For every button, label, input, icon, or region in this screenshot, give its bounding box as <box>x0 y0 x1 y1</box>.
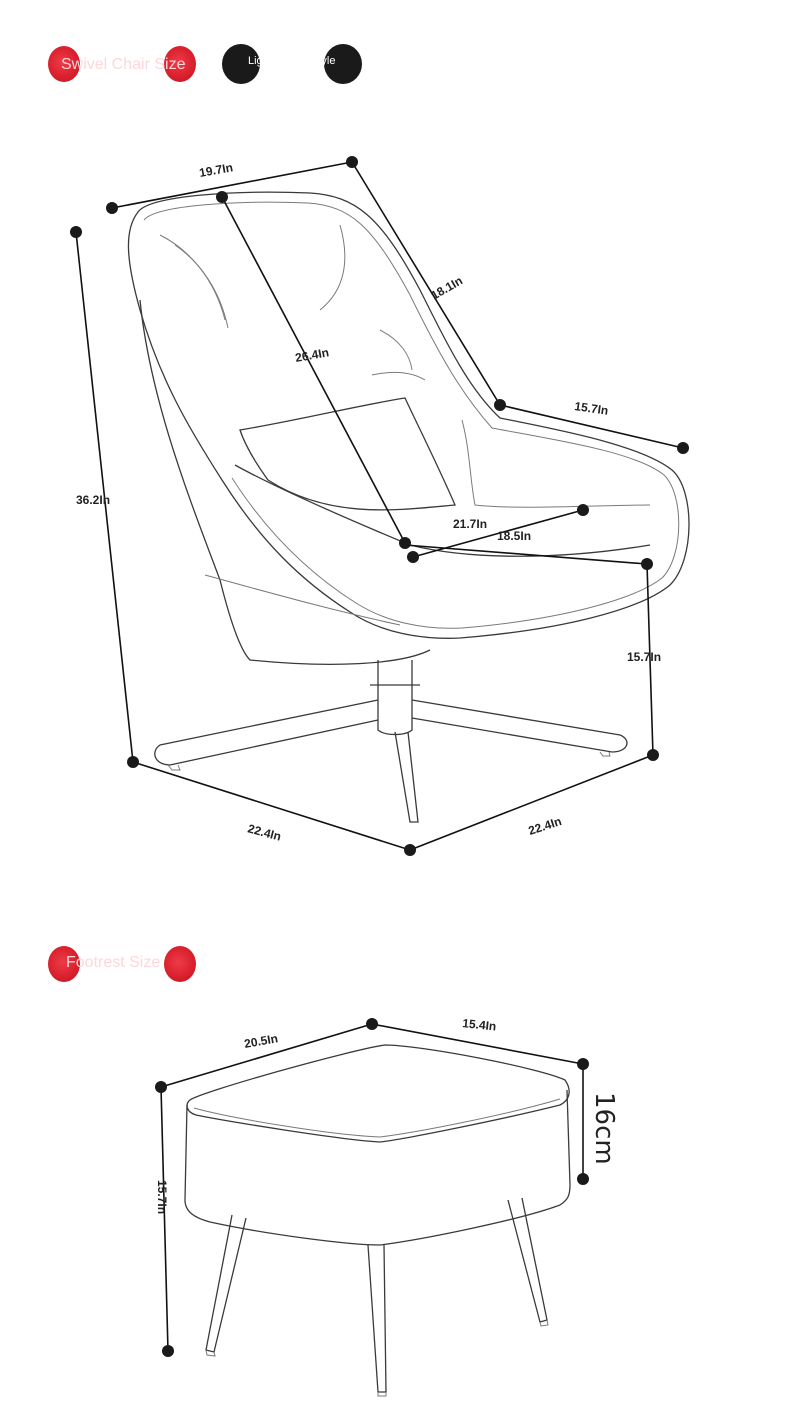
chair-base-right-label: 22.4In <box>527 814 564 838</box>
red-dot-icon <box>48 46 80 82</box>
dimension-point <box>647 749 659 761</box>
chair-shell-inner-edge <box>143 201 680 629</box>
dimension-point <box>577 504 589 516</box>
footrest-top <box>186 1044 570 1143</box>
footrest-dimension-lines <box>155 1018 589 1357</box>
chair-base-legs <box>154 699 379 766</box>
chair-pillow <box>239 397 456 511</box>
chair-section-title: Swivel Chair Size <box>61 56 186 73</box>
red-dot-icon <box>48 946 80 982</box>
chair-base-left-label: 22.4In <box>246 821 282 843</box>
chair-illustration <box>127 191 690 823</box>
chair-top-width-label: 19.7In <box>198 160 234 180</box>
dimension-point <box>404 844 416 856</box>
footrest-cushion-label: 16cm <box>589 1092 619 1165</box>
footrest-body <box>184 1089 571 1246</box>
footrest-dimension-labels: 20.5In 15.4In 15.7In 16cm <box>155 1016 619 1214</box>
chair-seat-width-label: 18.5In <box>497 529 531 543</box>
dimension-point <box>155 1081 167 1093</box>
footrest-length-label: 20.5In <box>243 1031 279 1051</box>
footrest-width-label: 15.4In <box>462 1016 497 1033</box>
footrest-section-title: Footrest Size <box>66 954 161 971</box>
dimension-point <box>70 226 82 238</box>
dimension-point <box>577 1058 589 1070</box>
footrest-illustration <box>184 1044 571 1397</box>
black-dot-icon <box>324 44 362 84</box>
chair-dimension-lines <box>70 156 689 856</box>
dimension-point <box>162 1345 174 1357</box>
chair-depth-label: 18.1In <box>429 273 465 302</box>
chair-arm-width-label: 15.7In <box>574 399 610 418</box>
dimension-point <box>399 537 411 549</box>
footrest-height-label: 15.7In <box>155 1180 169 1214</box>
chair-section-header: Swivel Chair Size Light Luxury Style <box>48 44 378 84</box>
dimension-point <box>407 551 419 563</box>
dimension-point <box>346 156 358 168</box>
chair-total-height-label: 36.2In <box>76 493 110 507</box>
dimension-point <box>106 202 118 214</box>
chair-back-height-label: 26.4In <box>294 345 330 365</box>
chair-seat-height-label: 15.7In <box>627 650 661 664</box>
footrest-legs <box>205 1214 247 1353</box>
red-dot-icon <box>164 946 196 982</box>
black-dot-icon <box>222 44 260 84</box>
footrest-section-header: Footrest Size <box>48 944 208 984</box>
chair-seat-depth-label: 21.7In <box>453 517 487 531</box>
chair-shell-outline <box>127 191 690 639</box>
dimension-point <box>216 191 228 203</box>
dimension-point <box>366 1018 378 1030</box>
dimension-point <box>677 442 689 454</box>
dimension-point <box>494 399 506 411</box>
dimension-point <box>127 756 139 768</box>
chair-dimension-labels: 19.7In 18.1In 26.4In 15.7In 36.2In 21.7I… <box>76 160 661 843</box>
dimension-point <box>641 558 653 570</box>
chair-swivel-column <box>377 660 413 736</box>
chair-back-lower <box>139 299 431 665</box>
dimension-point <box>577 1173 589 1185</box>
red-dot-icon <box>164 46 196 82</box>
chair-style-label: Light Luxury Style <box>248 55 336 67</box>
